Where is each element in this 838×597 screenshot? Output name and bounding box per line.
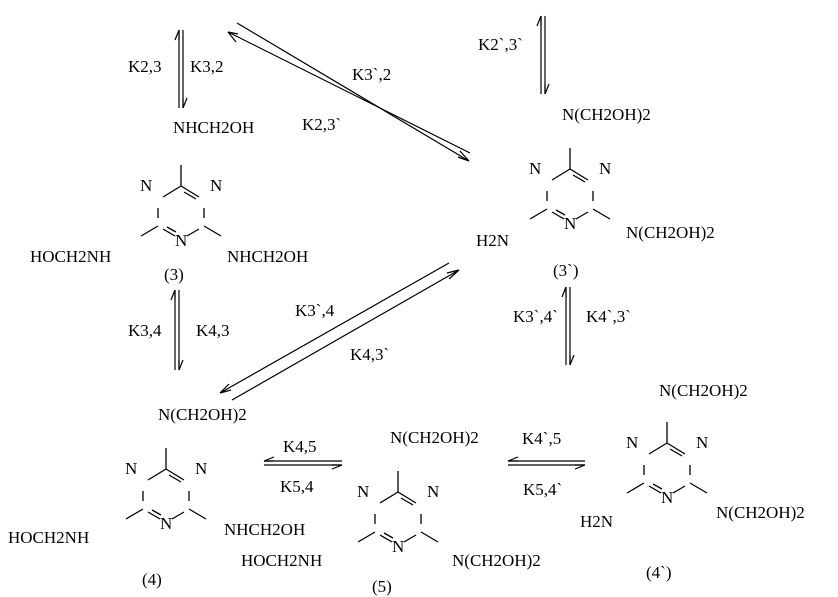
- compound-label: (4`): [646, 563, 671, 582]
- compound-label: (3`): [553, 261, 578, 280]
- rate-constant-k43: K4,3: [196, 321, 230, 340]
- substituent-left: H2N: [580, 512, 613, 531]
- rate-constant-k4-3p: K4,3`: [350, 345, 389, 364]
- substituent-left: HOCH2NH: [8, 528, 89, 547]
- rate-constant-k45: K4,5: [283, 437, 317, 456]
- equilibrium-arrow-5-4p: [507, 456, 586, 470]
- equilibrium-arrow-4-5: [263, 456, 343, 470]
- substituent-top: NHCH2OH: [173, 118, 254, 137]
- ring-n-atom: N: [696, 433, 708, 452]
- substituent-top: N(CH2OH)2: [390, 428, 479, 447]
- rate-constant-k2-3p: K2`,3`: [478, 35, 523, 54]
- ring-n-atom: N: [160, 514, 172, 533]
- compound-4: N N N N(CH2OH)2 HOCH2NH NHCH2OH (4): [8, 405, 305, 589]
- substituent-top: N(CH2OH)2: [158, 405, 247, 424]
- rate-constant-k4p-5: K4`,5: [522, 429, 561, 448]
- compound-5: N N N N(CH2OH)2 HOCH2NH N(CH2OH)2 (5): [241, 428, 541, 596]
- substituent-left: HOCH2NH: [30, 247, 111, 266]
- ring-n-atom: N: [195, 459, 207, 478]
- ring-n-atom: N: [125, 459, 137, 478]
- ring-n-atom: N: [357, 482, 369, 501]
- ring-n-atom: N: [427, 482, 439, 501]
- compound-3-prime: N N N N(CH2OH)2 H2N N(CH2OH)2 (3`): [476, 105, 715, 280]
- substituent-right: N(CH2OH)2: [452, 551, 541, 570]
- equilibrium-arrow-2-3-prime: [536, 15, 550, 95]
- equilibrium-arrow-2-3: [174, 29, 188, 109]
- rate-constant-k3p-2-diagonal: K3`,2: [352, 65, 391, 84]
- substituent-left: HOCH2NH: [241, 551, 322, 570]
- ring-n-atom: N: [626, 433, 638, 452]
- equilibrium-arrow-3p-4p: [561, 286, 575, 366]
- rate-constant-k54: K5,4: [280, 477, 314, 496]
- rate-constant-k5-4p: K5,4`: [523, 480, 562, 499]
- ring-n-atom: N: [529, 159, 541, 178]
- compound-label: (3): [164, 265, 184, 284]
- substituent-right: NHCH2OH: [227, 247, 308, 266]
- rate-constant-k4p-3p: K4`,3`: [586, 307, 631, 326]
- rate-constant-k2-3p-diagonal: K2,3`: [302, 115, 341, 134]
- ring-n-atom: N: [661, 488, 673, 507]
- substituent-top: N(CH2OH)2: [659, 381, 748, 400]
- compound-4-prime: N N N N(CH2OH)2 H2N N(CH2OH)2 (4`): [580, 381, 805, 582]
- rate-constant-k3p-4p: K3`,4`: [513, 307, 558, 326]
- equilibrium-arrow-diagonal-middle: [219, 262, 460, 401]
- equilibrium-arrow-diagonal-top: [227, 22, 471, 162]
- compound-3: N N N NHCH2OH HOCH2NH NHCH2OH (3): [30, 118, 308, 284]
- substituent-left: H2N: [476, 231, 509, 250]
- substituent-right: N(CH2OH)2: [626, 223, 715, 242]
- ring-n-atom: N: [210, 176, 222, 195]
- substituent-top: N(CH2OH)2: [562, 105, 651, 124]
- ring-n-atom: N: [175, 231, 187, 250]
- ring-n-atom: N: [140, 176, 152, 195]
- rate-constant-k34: K3,4: [128, 321, 162, 340]
- compound-label: (5): [372, 577, 392, 596]
- equilibrium-arrow-3-4: [170, 289, 184, 371]
- ring-n-atom: N: [392, 537, 404, 556]
- rate-constant-k3p-4: K3`,4: [295, 301, 335, 320]
- compound-label: (4): [142, 570, 162, 589]
- substituent-right: NHCH2OH: [224, 520, 305, 539]
- rate-constant-k32: K3,2: [190, 57, 224, 76]
- ring-n-atom: N: [599, 159, 611, 178]
- rate-constant-k23: K2,3: [128, 57, 162, 76]
- ring-n-atom: N: [564, 214, 576, 233]
- substituent-right: N(CH2OH)2: [716, 503, 805, 522]
